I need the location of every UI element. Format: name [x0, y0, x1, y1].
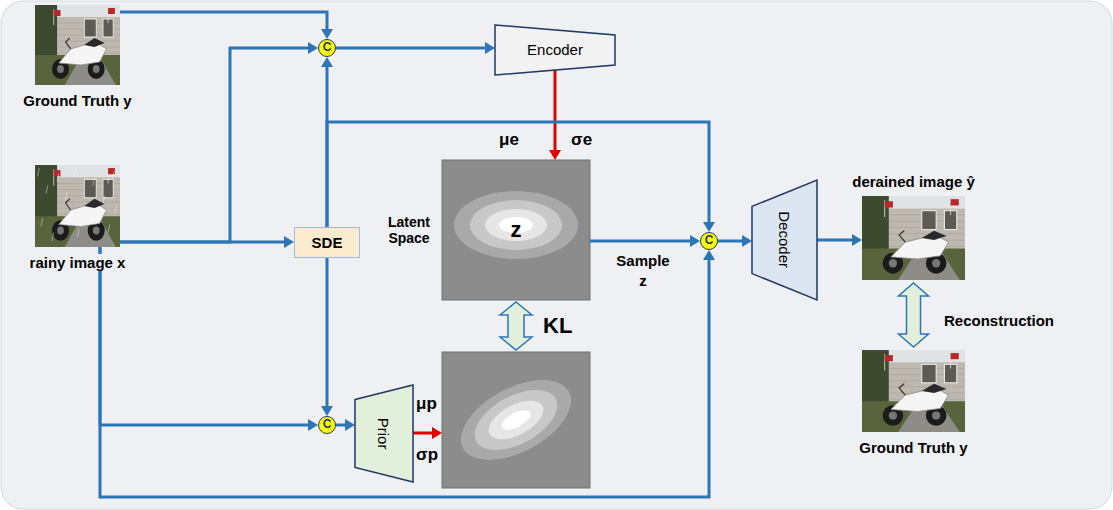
connector-line	[326, 258, 329, 407]
contours	[448, 364, 584, 477]
connector-line	[100, 247, 309, 425]
prior-distribution	[442, 352, 590, 488]
node-text: z	[511, 217, 522, 242]
node-text: C	[323, 41, 332, 55]
concat-node: C	[700, 232, 718, 250]
connector	[120, 236, 294, 248]
arrow-head	[321, 57, 333, 67]
edge-label: Reconstruction	[944, 311, 1054, 331]
node-text: C	[705, 234, 714, 248]
arrow-head	[690, 235, 700, 247]
ground-truth-photo	[862, 350, 965, 432]
concat-node: C	[318, 39, 336, 57]
arrow-head	[742, 235, 752, 247]
double-arrow-shape	[899, 283, 929, 347]
connector	[120, 42, 318, 242]
connector-line	[817, 239, 853, 242]
photo-frame: rainy image x	[35, 165, 120, 247]
ground-truth-photo	[35, 5, 120, 85]
encoder-block: Encoder	[495, 25, 615, 75]
arrow-head	[432, 427, 442, 439]
posterior-distribution	[442, 160, 590, 300]
node-caption: Ground Truth y	[856, 439, 970, 456]
latent-square	[442, 160, 590, 300]
math-label: μp	[416, 395, 437, 414]
connector	[100, 247, 318, 431]
connector	[100, 247, 715, 497]
arrow-head	[284, 236, 294, 248]
connector	[590, 235, 700, 247]
edge-label: Sample z	[612, 251, 674, 290]
photo-frame: Ground Truth y	[35, 5, 120, 85]
connector	[321, 258, 333, 416]
node-text: Prior	[375, 418, 392, 450]
connector-line	[336, 424, 346, 427]
node-caption: rainy image x	[27, 254, 129, 271]
arrow-head	[485, 42, 495, 54]
reconstruction-arrow	[899, 283, 929, 347]
photo-frame: derained image ŷ	[862, 196, 965, 280]
rainy-photo	[35, 165, 120, 247]
math-label: μe	[499, 131, 519, 150]
arrow-head	[703, 222, 715, 232]
connector-line	[120, 12, 327, 30]
math-label: σp	[416, 446, 438, 465]
connector-line	[554, 70, 557, 151]
arrow-head	[308, 42, 318, 54]
sde-box: SDE	[294, 227, 360, 258]
trapezoid	[355, 385, 413, 482]
node-caption: Ground Truth y	[20, 92, 134, 109]
arrow-head	[308, 419, 318, 431]
trapezoid	[752, 180, 817, 300]
connector	[336, 42, 495, 54]
connector	[336, 419, 355, 431]
kl-double-arrow	[500, 302, 532, 350]
prior-arrow	[413, 432, 433, 435]
node-text: SDE	[312, 234, 343, 251]
node-text: Encoder	[527, 41, 583, 58]
decoder-block: Decoder	[752, 180, 817, 300]
latent-space: Latent Spacez	[442, 160, 590, 300]
node-text: Decoder	[776, 212, 793, 269]
connector	[120, 12, 333, 39]
latent-square	[442, 352, 590, 488]
arrow-head	[703, 250, 715, 260]
arrow-head	[321, 29, 333, 39]
connector	[549, 70, 561, 160]
arrow-head	[345, 419, 355, 431]
math-label: σe	[571, 131, 592, 150]
concat-node: C	[318, 416, 336, 434]
derained-photo	[862, 196, 965, 280]
connector	[718, 235, 752, 247]
node-text: C	[323, 418, 332, 432]
contour	[454, 191, 578, 259]
connector-line	[336, 47, 486, 50]
arrow-head	[321, 406, 333, 416]
connector-line	[590, 240, 691, 243]
connector-line	[120, 241, 285, 244]
connector-line	[100, 247, 709, 497]
prior-block: Prior	[355, 385, 413, 482]
arrow-head	[852, 234, 862, 246]
contour	[470, 200, 562, 250]
photo-frame: Ground Truth y	[862, 350, 965, 432]
arrow-head	[549, 150, 561, 160]
connector-line	[327, 122, 709, 227]
connector	[817, 234, 862, 246]
math-label: KL	[543, 314, 572, 338]
node-caption: derained image ŷ	[849, 173, 978, 190]
node-caption: Latent Space	[379, 214, 439, 246]
trapezoid	[495, 25, 615, 75]
connector-line	[120, 48, 309, 242]
connector-line	[718, 240, 743, 243]
